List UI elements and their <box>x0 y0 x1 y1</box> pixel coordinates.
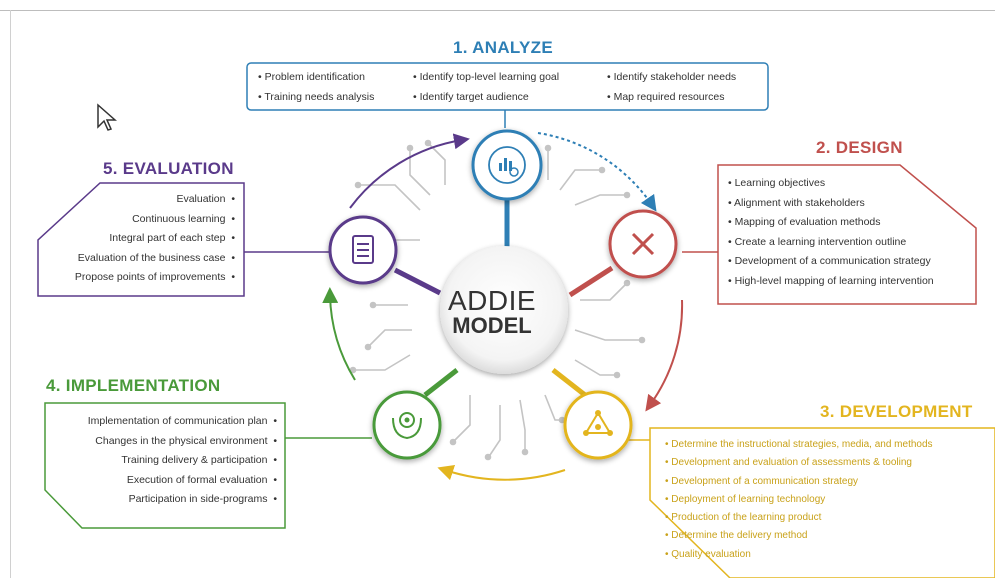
design-title: 2. DESIGN <box>816 138 903 157</box>
circuit-lines <box>349 139 646 461</box>
list-item: Problem identification <box>258 68 374 88</box>
list-item: Changes in the physical environment <box>88 432 277 452</box>
development-circle <box>563 390 633 460</box>
list-item: Development of a communication strategy <box>728 252 934 272</box>
list-item: Implementation of communication plan <box>88 412 277 432</box>
list-item: Development and evaluation of assessment… <box>665 454 933 472</box>
list-item: Map required resources <box>607 88 736 108</box>
list-item: Learning objectives <box>728 174 934 194</box>
evaluation-items: Evaluation Continuous learning Integral … <box>75 190 235 288</box>
analyze-title: 1. ANALYZE <box>453 38 553 57</box>
development-items: Determine the instructional strategies, … <box>665 436 933 564</box>
arrow-design-to-development <box>645 299 684 412</box>
evaluation-circle <box>328 215 398 285</box>
list-item: Create a learning intervention outline <box>728 233 934 253</box>
mouse-cursor-icon <box>97 103 117 131</box>
design-items: Learning objectives Alignment with stake… <box>728 174 934 291</box>
list-item: Propose points of improvements <box>75 268 235 288</box>
list-item: Evaluation of the business case <box>75 249 235 269</box>
list-item: Deployment of learning technology <box>665 491 933 509</box>
arrow-analyze-to-design <box>537 132 657 212</box>
evaluation-title: 5. EVALUATION <box>103 159 234 178</box>
list-item: Identify stakeholder needs <box>607 68 737 88</box>
list-item: Execution of formal evaluation <box>88 471 277 491</box>
analyze-circle <box>471 129 543 201</box>
list-item: Continuous learning <box>75 210 235 230</box>
development-box <box>649 427 995 578</box>
arrow-development-to-implementation <box>437 464 566 481</box>
center-circle <box>440 246 568 374</box>
list-item: Identify target audience <box>413 88 559 108</box>
list-item: Quality evaluation <box>665 546 933 564</box>
center-title-line1: ADDIE <box>447 285 537 316</box>
analyze-items-col3: Identify stakeholder needs Map required … <box>607 68 737 108</box>
evaluation-box <box>37 182 245 297</box>
arrow-evaluation-to-analyze <box>349 133 470 209</box>
list-item: Identify top-level learning goal <box>413 68 560 88</box>
development-title: 3. DEVELOPMENT <box>820 402 973 421</box>
window-left-border <box>10 10 11 578</box>
list-item: Evaluation <box>75 190 235 210</box>
analyze-items-col2: Identify top-level learning goal Identif… <box>413 68 560 108</box>
implementation-circle <box>372 390 442 460</box>
list-item: Participation in side-programs <box>88 490 277 510</box>
list-item: Training delivery & participation <box>88 451 277 471</box>
list-item: Determine the delivery method <box>665 527 933 545</box>
list-item: Development of a communication strategy <box>665 473 933 491</box>
implementation-box <box>44 402 286 529</box>
list-item: Determine the instructional strategies, … <box>665 436 932 454</box>
implementation-items: Implementation of communication plan Cha… <box>88 412 277 510</box>
list-item: Mapping of evaluation methods <box>728 213 934 233</box>
list-item: High-level mapping of learning intervent… <box>728 272 934 292</box>
arrow-implementation-to-evaluation <box>322 287 356 381</box>
center-title: ADDIE MODEL <box>422 285 562 339</box>
window-top-border <box>0 10 995 11</box>
implementation-title: 4. IMPLEMENTATION <box>46 376 221 395</box>
center-title-line2: MODEL <box>452 313 532 338</box>
list-item: Integral part of each step <box>75 229 235 249</box>
list-item: Production of the learning product <box>665 509 933 527</box>
analyze-box <box>246 62 769 111</box>
list-item: Alignment with stakeholders <box>728 194 934 214</box>
design-circle <box>608 209 678 279</box>
design-box <box>717 164 977 305</box>
analyze-items-col1: Problem identification Training needs an… <box>258 68 374 107</box>
list-item: Training needs analysis <box>258 88 374 108</box>
